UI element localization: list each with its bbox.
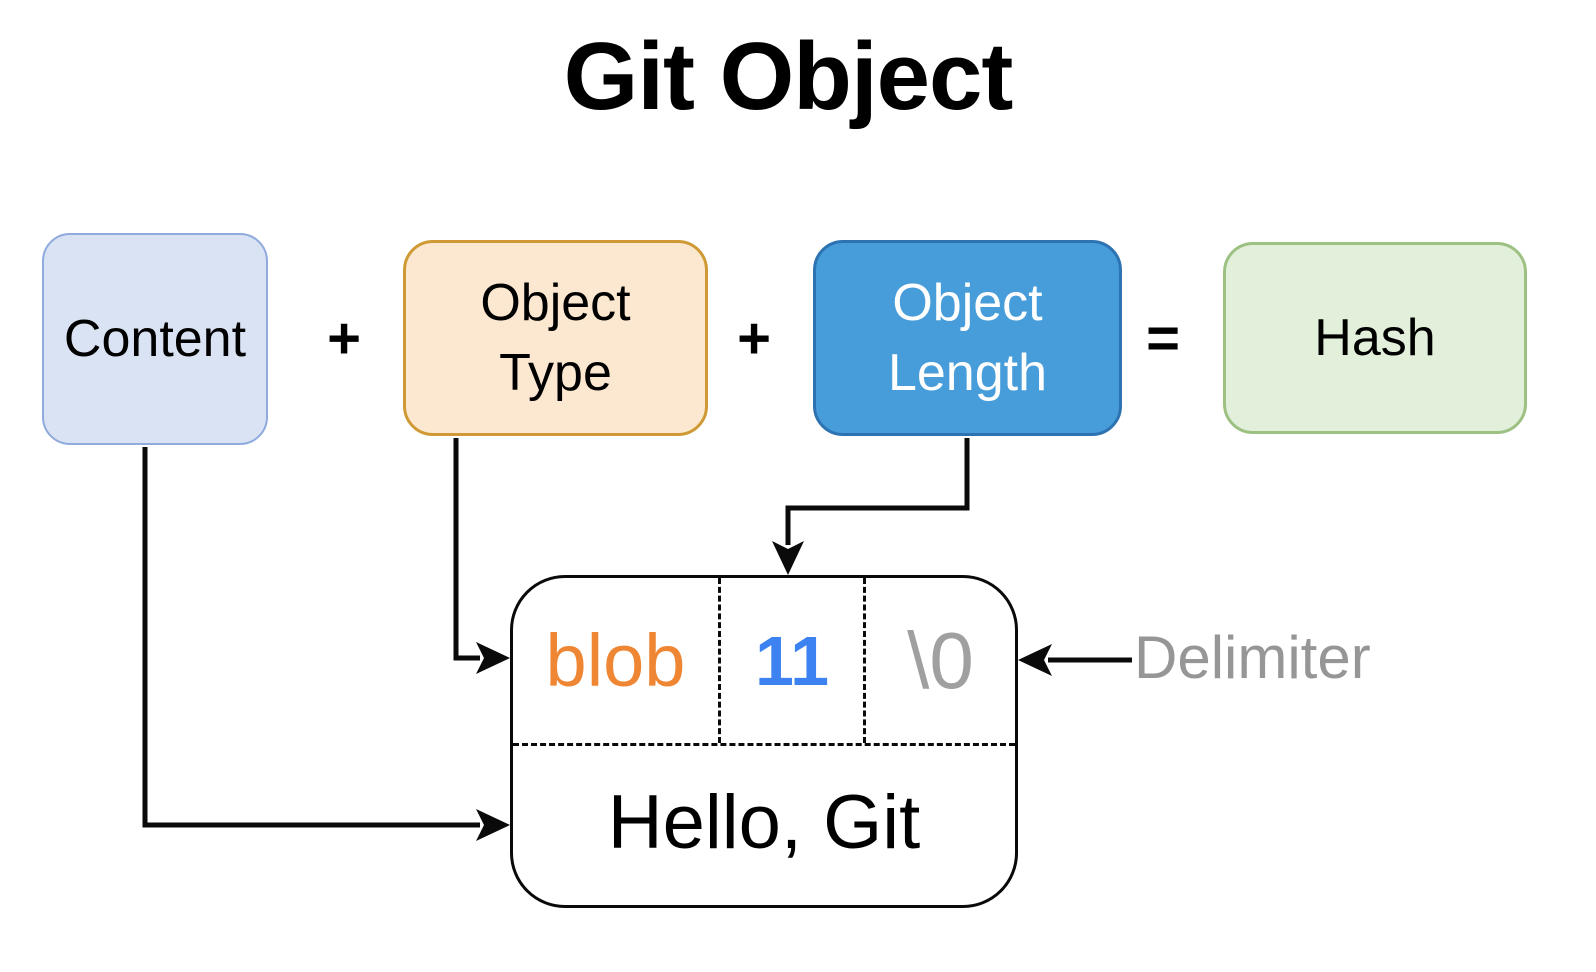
hash-box-label: Hash [1314,309,1436,367]
object-content-cell: Hello, Git [513,746,1015,905]
object-length-value: 11 [755,621,829,700]
object-header-row: blob 11 \0 [513,578,1015,746]
content-box: Content [42,233,268,445]
object-type-box-label-line2: Type [499,344,612,402]
delimiter-arrow [1018,644,1132,676]
object-type-arrow [453,438,510,674]
plus-operator-2: + [737,305,771,371]
object-length-box: Object Length [813,240,1122,436]
delimiter-label: Delimiter [1134,624,1371,691]
equals-operator: = [1146,305,1180,371]
content-box-label: Content [63,310,247,368]
object-length-arrow [772,438,970,575]
object-type-box-label-line1: Object [480,274,631,332]
plus-operator-1: + [327,305,361,371]
object-type-box: Object Type [403,240,708,436]
content-arrow [142,447,510,841]
null-delimiter-cell: \0 [866,578,1015,743]
git-object-structure-box: blob 11 \0 Hello, Git [510,575,1018,908]
object-type-value: blob [545,619,686,702]
hash-box: Hash [1223,242,1527,434]
object-type-cell: blob [513,578,721,743]
null-delimiter-value: \0 [907,615,974,705]
object-length-box-label-line1: Object [892,274,1043,332]
object-content-text: Hello, Git [607,780,921,865]
object-length-box-label-line2: Length [887,344,1048,402]
object-length-cell: 11 [721,578,866,743]
diagram-title: Git Object [563,23,1014,130]
